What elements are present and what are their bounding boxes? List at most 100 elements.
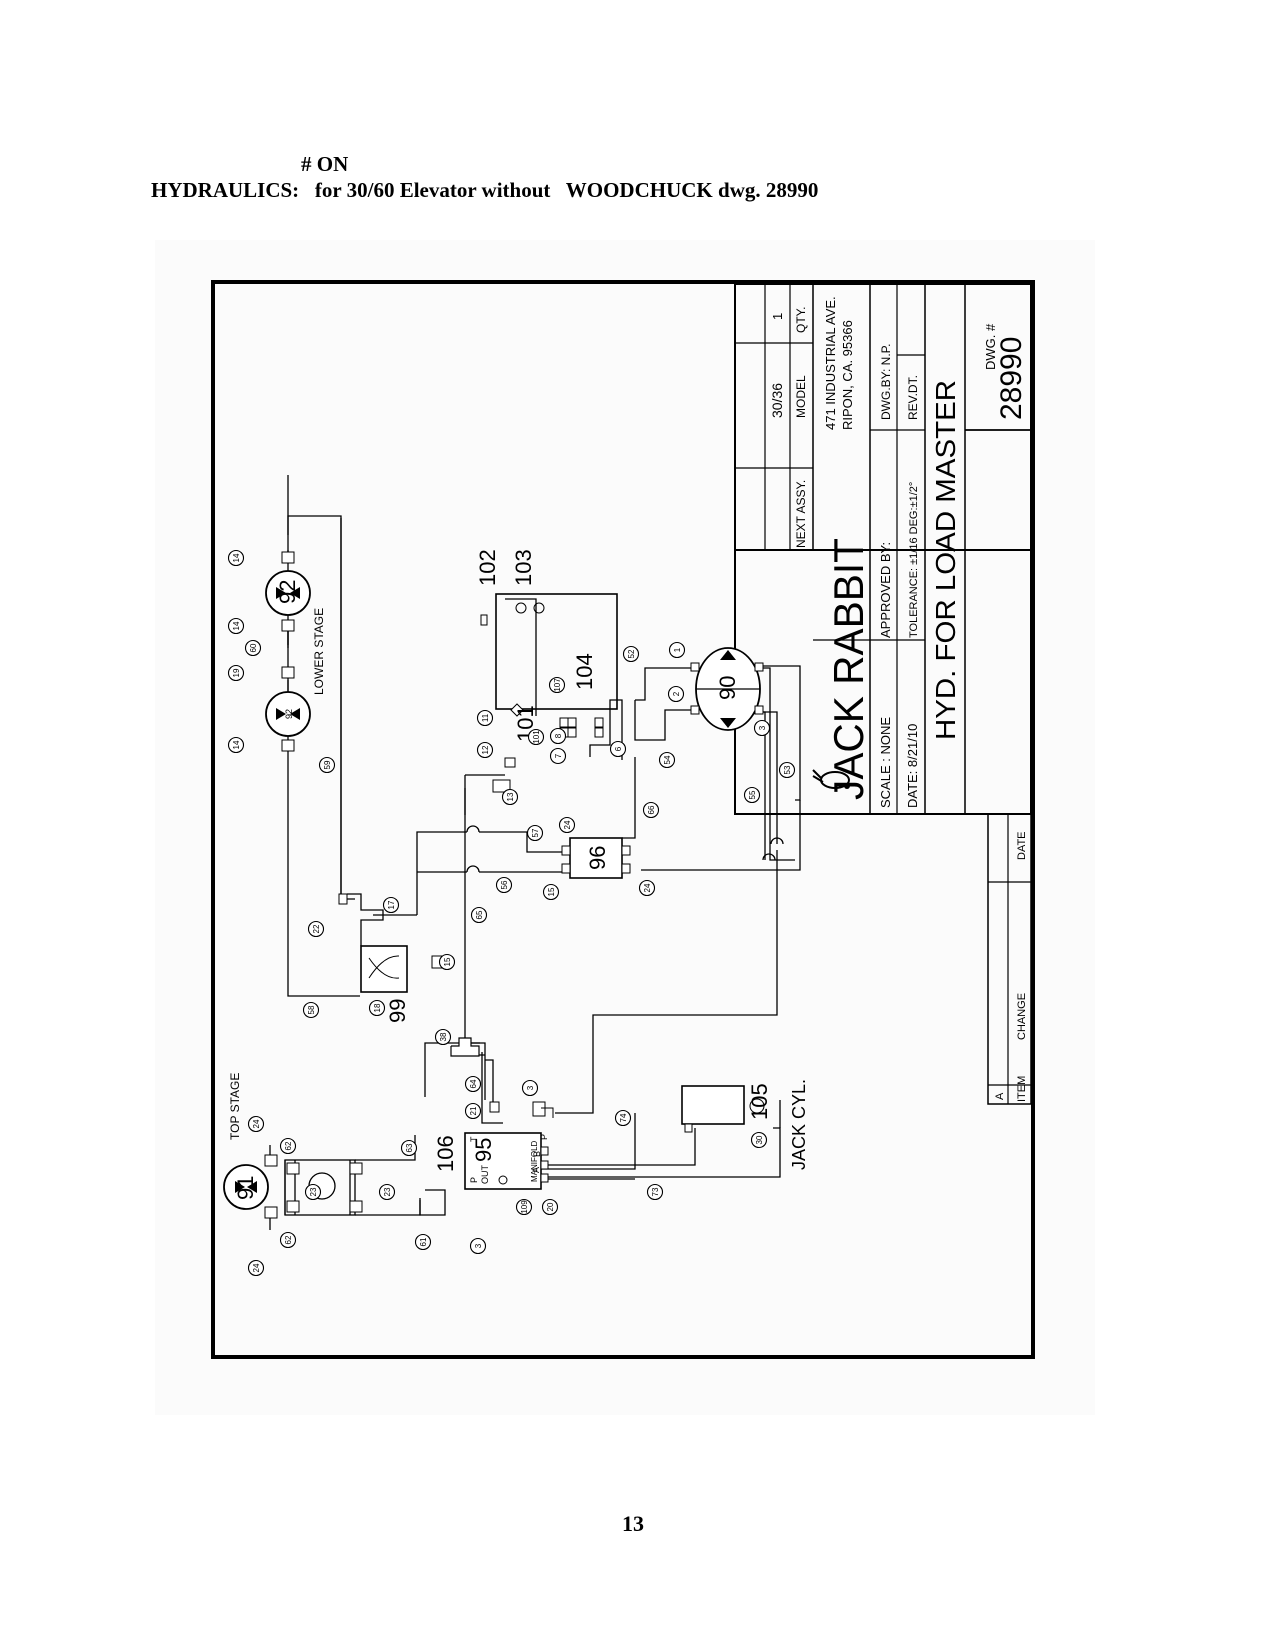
item-103: 103	[511, 549, 536, 586]
dwg-by: DWG.BY: N.P.	[879, 344, 893, 420]
balloon-7: 7	[554, 753, 563, 758]
tank-port-a	[515, 602, 527, 614]
balloon-23: 23	[383, 1187, 392, 1196]
balloon-30: 30	[755, 1135, 764, 1144]
item-90: 90	[715, 676, 740, 700]
company-name: JACK RABBIT	[825, 538, 872, 800]
balloon-24: 24	[252, 1263, 261, 1272]
reservoir-tank	[495, 593, 618, 710]
port-p: P	[469, 1177, 479, 1183]
balloon-57: 57	[531, 828, 540, 837]
balloon-3: 3	[526, 1085, 535, 1090]
item-104: 104	[572, 653, 597, 690]
balloon-19: 19	[232, 668, 241, 677]
balloon-23: 23	[309, 1187, 318, 1196]
dwg-number: 28990	[995, 337, 1028, 420]
flow-divider-99	[360, 945, 445, 993]
balloon-38: 38	[439, 1032, 448, 1041]
balloon-107: 107	[553, 678, 562, 692]
balloon-22: 22	[312, 924, 321, 933]
next-assy-label: NEXT ASSY.	[794, 480, 808, 548]
balloon-24: 24	[252, 1119, 261, 1128]
date: DATE: 8/21/10	[905, 724, 920, 808]
rev-date: DATE	[1016, 831, 1028, 860]
balloon-15: 15	[443, 957, 452, 966]
rev-change: CHANGE	[1016, 993, 1028, 1040]
port-t: T	[469, 1136, 479, 1142]
jack-cyl-label: JACK CYL.	[789, 1079, 809, 1170]
top-stage-label: TOP STAGE	[228, 1073, 242, 1140]
balloon-62: 62	[284, 1235, 293, 1244]
balloon-65: 65	[475, 910, 484, 919]
balloon-14: 14	[232, 553, 241, 562]
balloon-52: 52	[627, 649, 636, 658]
qty-label: QTY.	[794, 307, 808, 333]
drawing-sheet: NEXT ASSY. 30/36 MODEL 1 QTY. JACK RABBI…	[155, 240, 1095, 1415]
balloon-21: 21	[469, 1106, 478, 1115]
tolerance: TOLERANCE: ±1/16 DEG:±1/2°	[908, 482, 920, 638]
balloon-8: 8	[554, 733, 563, 738]
address-line-1: 471 INDUSTRIAL AVE.	[823, 296, 838, 430]
model-value: 30/36	[769, 383, 785, 418]
pump-90	[690, 647, 764, 731]
callout-balloons: 14 14 14 19 60 59 11 12 13 101 107 7 8 6…	[227, 549, 796, 1277]
balloon-2: 2	[672, 691, 681, 696]
manifold-95: MANIFOLD P T OUT P A B	[464, 1132, 549, 1190]
valve-96	[569, 837, 623, 879]
balloon-3: 3	[758, 725, 767, 730]
scale: SCALE : NONE	[878, 717, 893, 808]
port-p2: P	[539, 1134, 549, 1140]
hydraulic-schematic: NEXT ASSY. 30/36 MODEL 1 QTY. JACK RABBI…	[211, 280, 1035, 1359]
heading-line-2: HYDRAULICS: for 30/60 Elevator without W…	[151, 178, 819, 202]
balloon-11: 11	[481, 713, 490, 722]
rev-item: ITEM	[1016, 1076, 1028, 1102]
item-102: 102	[475, 549, 500, 586]
balloon-62: 62	[284, 1141, 293, 1150]
balloon-55: 55	[748, 790, 757, 799]
balloon-63: 63	[405, 1143, 414, 1152]
balloon-61: 61	[419, 1237, 428, 1246]
tank-port-b	[533, 602, 545, 614]
balloon-17: 17	[387, 900, 396, 909]
balloon-18: 18	[373, 1003, 382, 1012]
motor-91	[223, 1164, 269, 1210]
balloon-54: 54	[663, 755, 672, 764]
rabbit-logo-icon	[812, 769, 850, 789]
balloon-14: 14	[232, 621, 241, 630]
balloon-24: 24	[563, 820, 572, 829]
address-line-2: RIPON, CA. 95366	[840, 320, 855, 430]
model-label: MODEL	[794, 375, 808, 418]
rev-a: A	[994, 1092, 1006, 1100]
item-105: 105	[747, 1083, 772, 1120]
drawing-title: HYD. FOR LOAD MASTER	[930, 380, 961, 740]
approved-by: APPROVED BY:	[878, 542, 893, 638]
rev-dt: REV.DT.	[906, 375, 920, 420]
heading-line-1: # ON	[301, 152, 349, 176]
tee-38	[450, 1037, 480, 1057]
balloon-12: 12	[481, 745, 490, 754]
drawing-border	[211, 280, 1035, 1359]
balloon-101: 101	[532, 730, 541, 744]
motor-92-lower	[265, 691, 311, 737]
revision-block: A ITEM CHANGE DATE	[987, 813, 1032, 1105]
item-numbers: 102 103 104 101 90 96 99 92 91 106 95 10…	[233, 549, 772, 1200]
dwg-number-label: DWG. #	[983, 323, 998, 370]
balloon-24: 24	[643, 883, 652, 892]
balloon-60: 60	[249, 643, 258, 652]
item-92-upper: 92	[275, 580, 300, 604]
balloon-74: 74	[619, 1113, 628, 1122]
balloon-20: 20	[546, 1202, 555, 1211]
balloon-58: 58	[307, 1005, 316, 1014]
tank-breather	[480, 614, 488, 626]
port-b: B	[532, 1151, 542, 1157]
balloon-13: 13	[506, 792, 515, 801]
balloon-3: 3	[474, 1243, 483, 1248]
balloon-15: 15	[547, 887, 556, 896]
balloon-56: 56	[500, 880, 509, 889]
qty-value: 1	[770, 313, 785, 320]
balloon-109: 109	[520, 1200, 529, 1214]
manifold-label: MANIFOLD	[530, 1140, 539, 1182]
item-99: 99	[385, 999, 410, 1023]
item-95: 95	[471, 1138, 496, 1162]
balloon-53: 53	[783, 765, 792, 774]
